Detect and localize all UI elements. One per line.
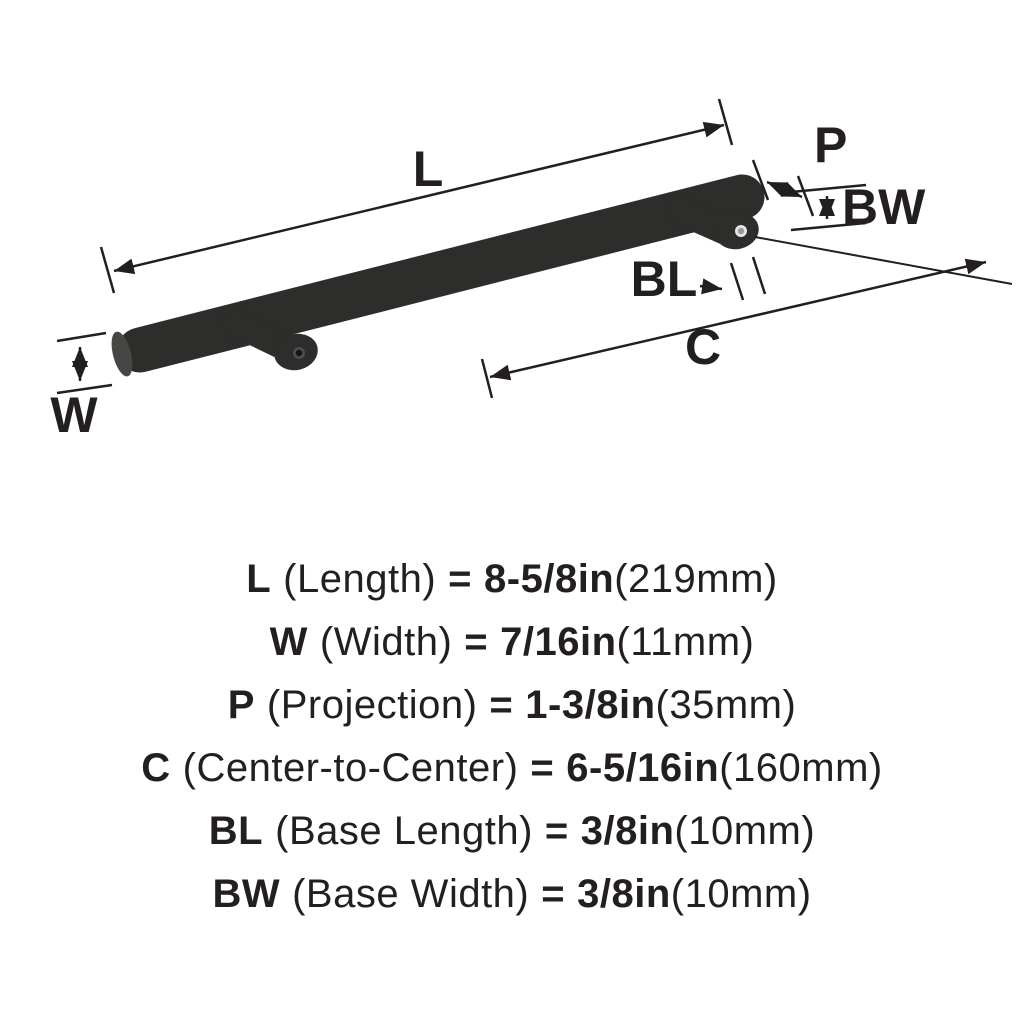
dim-P xyxy=(751,159,815,217)
dim-W xyxy=(56,331,113,395)
spec-row-projection: P(Projection)=1-3/8in(35mm) xyxy=(0,674,1024,737)
spec-metric: (10mm) xyxy=(670,872,812,916)
dim-L-tick-left xyxy=(99,246,116,294)
spec-equals: = xyxy=(464,620,489,664)
spec-desc: (Projection) xyxy=(266,683,478,727)
spec-desc: (Base Width) xyxy=(292,872,530,916)
dim-BW xyxy=(790,183,867,232)
spec-value: 6-5/16in xyxy=(566,746,720,790)
dim-C-arrow xyxy=(489,258,987,381)
dim-label-BW: BW xyxy=(842,179,926,235)
spec-equals: = xyxy=(541,872,566,916)
dim-label-C: C xyxy=(685,319,721,375)
dim-BL-tick-left xyxy=(729,262,745,301)
spec-metric: (219mm) xyxy=(614,557,778,601)
spec-equals: = xyxy=(489,683,514,727)
dim-W-tick-top xyxy=(56,331,107,343)
dim-label-BL: BL xyxy=(631,251,698,307)
dim-L-arrow xyxy=(113,121,725,275)
spec-abbr: W xyxy=(269,620,308,664)
screw-hole-right-center xyxy=(737,227,745,235)
spec-value: 8-5/8in xyxy=(484,557,615,601)
spec-desc: (Width) xyxy=(319,620,453,664)
spec-metric: (160mm) xyxy=(719,746,883,790)
dim-label-P: P xyxy=(814,117,847,173)
spec-desc: (Base Length) xyxy=(275,809,533,853)
dim-L xyxy=(99,98,734,294)
dim-BL xyxy=(699,256,767,301)
dim-W-tick-bottom xyxy=(56,383,113,395)
dim-BW-tick-top xyxy=(790,183,867,194)
spec-metric: (11mm) xyxy=(616,620,755,664)
spec-value: 1-3/8in xyxy=(525,683,656,727)
spec-desc: (Length) xyxy=(283,557,437,601)
spec-desc: (Center-to-Center) xyxy=(182,746,519,790)
spec-equals: = xyxy=(544,809,569,853)
spec-abbr: L xyxy=(246,557,272,601)
dim-label-L: L xyxy=(413,141,444,197)
dim-BW-tick-bottom xyxy=(790,221,867,232)
dim-BL-tick-right xyxy=(751,256,767,295)
bar-pull-diagram-svg: L P BW BL C W xyxy=(50,98,1013,443)
spec-equals: = xyxy=(530,746,555,790)
dim-P-arrow xyxy=(766,180,803,199)
dim-P-tick-left xyxy=(751,159,770,201)
spec-value: 3/8in xyxy=(580,809,675,853)
dim-C-extension-right xyxy=(754,236,1013,285)
spec-row-base-length: BL(Base Length)=3/8in(10mm) xyxy=(0,800,1024,863)
spec-abbr: BW xyxy=(212,872,281,916)
dim-L-tick-right xyxy=(717,98,734,146)
dimension-spec-list: L(Length)=8-5/8in(219mm) W(Width)=7/16in… xyxy=(0,548,1024,926)
spec-row-center-to-center: C(Center-to-Center)=6-5/16in(160mm) xyxy=(0,737,1024,800)
dim-C-tick-left xyxy=(480,358,494,399)
dim-BL-arrow xyxy=(699,278,723,295)
dim-label-W: W xyxy=(50,387,98,443)
spec-value: 7/16in xyxy=(500,620,617,664)
spec-row-base-width: BW(Base Width)=3/8in(10mm) xyxy=(0,863,1024,926)
dimension-labels: L P BW BL C W xyxy=(50,117,926,443)
dimension-diagram: L P BW BL C W xyxy=(0,0,1024,500)
screw-hole-left-center xyxy=(295,349,303,357)
spec-row-length: L(Length)=8-5/8in(219mm) xyxy=(0,548,1024,611)
dim-C xyxy=(480,236,1013,399)
spec-metric: (35mm) xyxy=(655,683,797,727)
spec-abbr: BL xyxy=(208,809,264,853)
spec-metric: (10mm) xyxy=(674,809,816,853)
spec-abbr: P xyxy=(227,683,255,727)
handle-left-cap xyxy=(111,331,133,377)
dimension-lines xyxy=(56,98,1013,399)
spec-abbr: C xyxy=(141,746,171,790)
spec-value: 3/8in xyxy=(577,872,671,916)
spec-equals: = xyxy=(448,557,473,601)
spec-row-width: W(Width)=7/16in(11mm) xyxy=(0,611,1024,674)
